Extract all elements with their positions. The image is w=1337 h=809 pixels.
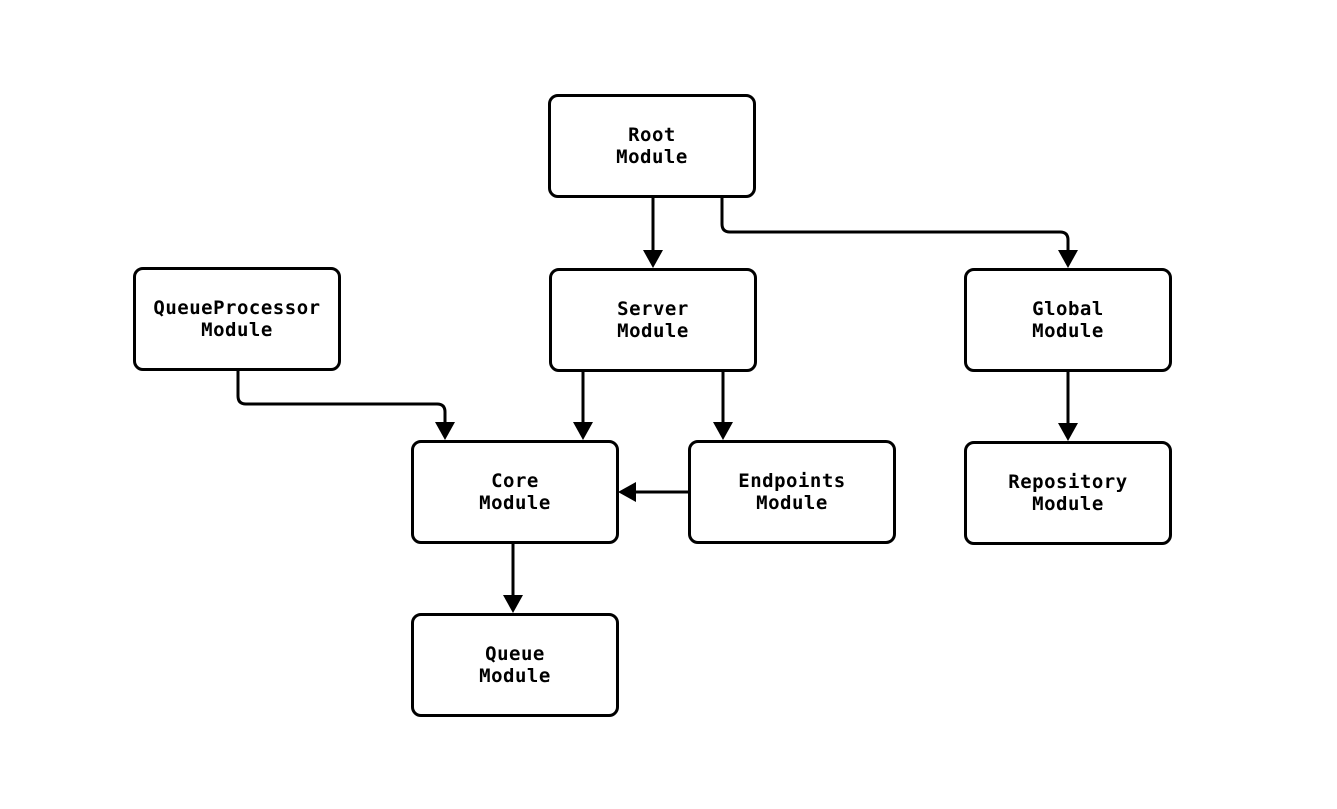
- node-repository-module: Repository Module: [964, 441, 1172, 545]
- edge-global-to-repository: [1058, 371, 1078, 441]
- node-core-module: Core Module: [411, 440, 619, 544]
- node-label: Module: [756, 492, 828, 514]
- node-server-module: Server Module: [549, 268, 757, 372]
- node-label: Queue: [485, 643, 545, 665]
- edge-endpoints-to-core: [618, 482, 688, 502]
- node-label: Global: [1032, 298, 1104, 320]
- node-label: Module: [479, 665, 551, 687]
- node-label: Core: [491, 470, 539, 492]
- edge-queueprocessor-to-core: [236, 371, 455, 440]
- node-root-module: Root Module: [548, 94, 756, 198]
- node-queueprocessor-module: QueueProcessor Module: [133, 267, 341, 371]
- node-label: Module: [479, 492, 551, 514]
- node-label: Root: [628, 124, 676, 146]
- edge-root-to-server: [643, 198, 663, 268]
- node-label: Module: [201, 319, 273, 341]
- node-endpoints-module: Endpoints Module: [688, 440, 896, 544]
- node-label: Server: [617, 298, 689, 320]
- node-label: Repository: [1008, 471, 1128, 493]
- edge-server-to-endpoints: [713, 372, 733, 440]
- edge-server-to-core: [573, 372, 593, 440]
- node-label: Endpoints: [738, 470, 846, 492]
- node-label: Module: [1032, 493, 1104, 515]
- node-label: QueueProcessor: [153, 297, 321, 319]
- node-global-module: Global Module: [964, 268, 1172, 372]
- node-label: Module: [617, 320, 689, 342]
- edge-core-to-queue: [503, 543, 523, 613]
- node-label: Module: [1032, 320, 1104, 342]
- node-queue-module: Queue Module: [411, 613, 619, 717]
- node-label: Module: [616, 146, 688, 168]
- edge-root-to-global: [720, 198, 1078, 268]
